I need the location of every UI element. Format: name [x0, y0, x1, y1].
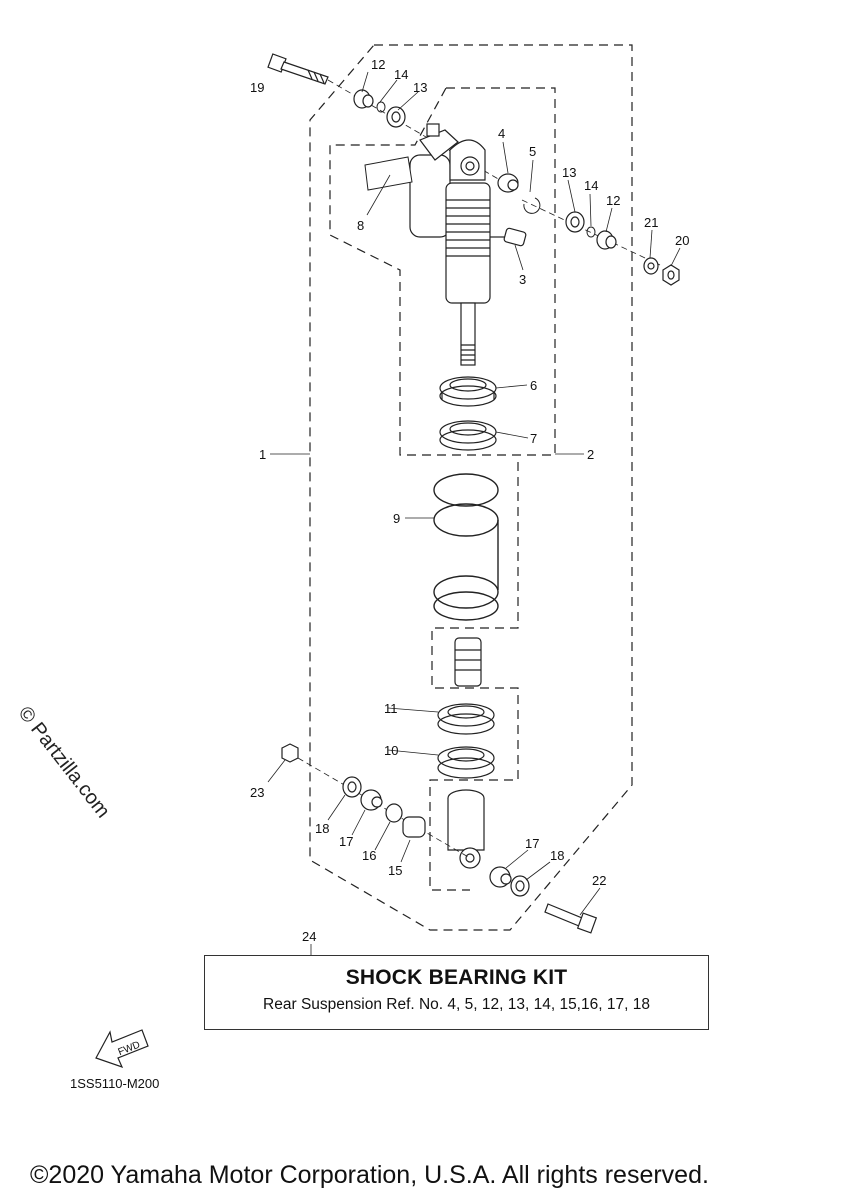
bushing-17-right — [489, 866, 512, 888]
collar-12-left — [353, 89, 374, 109]
bump-stop — [454, 637, 482, 687]
kit-description: Rear Suspension Ref. No. 4, 5, 12, 13, 1… — [263, 996, 650, 1013]
shock-body — [445, 139, 491, 366]
callout-6: 6 — [530, 378, 537, 393]
callout-20: 20 — [675, 233, 689, 248]
callout-18: 18 — [550, 848, 564, 863]
callout-7: 7 — [530, 431, 537, 446]
callout-11: 11 — [384, 701, 398, 716]
bearing-15 — [402, 816, 426, 838]
callout-19: 19 — [250, 80, 264, 95]
bushing-17-left — [360, 789, 383, 811]
lock-nut-7 — [439, 420, 497, 451]
callout-21: 21 — [644, 215, 658, 230]
bolt-22 — [544, 903, 598, 934]
shock-bearing-kit-box: SHOCK BEARING KIT Rear Suspension Ref. N… — [204, 955, 709, 1030]
bolt-19 — [267, 53, 329, 85]
bearing-13-left — [386, 106, 406, 128]
kit-title: SHOCK BEARING KIT — [345, 966, 568, 989]
callout-13: 13 — [413, 80, 427, 95]
lower-clevis — [447, 789, 485, 869]
spring-seat-11 — [437, 703, 495, 735]
callout-9: 9 — [393, 511, 400, 526]
callout-17: 17 — [339, 834, 353, 849]
callout-14: 14 — [394, 67, 408, 82]
spring-boundary — [429, 462, 519, 891]
circlip-5 — [523, 197, 541, 214]
callout-10: 10 — [384, 743, 398, 758]
nut-23 — [281, 743, 299, 763]
fwd-arrow — [95, 1029, 149, 1069]
callout-1: 1 — [259, 447, 266, 462]
bushing-16 — [385, 803, 403, 823]
bearing-13-right — [565, 211, 585, 233]
callout-12: 12 — [606, 193, 620, 208]
adjuster-3 — [490, 227, 527, 247]
assembly-boundary-2 — [329, 87, 556, 456]
label-plate-8 — [364, 156, 413, 191]
copyright-notice: ©2020 Yamaha Motor Corporation, U.S.A. A… — [30, 1161, 709, 1189]
callout-23: 23 — [250, 785, 264, 800]
reservoir — [409, 123, 459, 238]
o-ring-14-left — [376, 101, 386, 113]
figure-code: 1SS5110-M200 — [70, 1076, 160, 1091]
callout-8: 8 — [357, 218, 364, 233]
callout-13: 13 — [562, 165, 576, 180]
callout-22: 22 — [592, 873, 606, 888]
callout-14: 14 — [584, 178, 598, 193]
spring-9 — [433, 473, 499, 621]
adjusting-nut-6 — [439, 376, 497, 407]
o-ring-14-right — [586, 226, 596, 238]
callout-15: 15 — [388, 863, 402, 878]
callout-2: 2 — [587, 447, 594, 462]
assembly-boundary-1 — [309, 44, 633, 931]
callout-12: 12 — [371, 57, 385, 72]
leader-lines — [267, 71, 681, 955]
callout-16: 16 — [362, 848, 376, 863]
collar-12-right — [596, 230, 617, 250]
washer-21 — [643, 257, 659, 275]
spring-guide-10 — [437, 746, 495, 779]
collar-18-left — [342, 776, 362, 798]
bushing-4 — [497, 173, 519, 193]
callout-5: 5 — [529, 144, 536, 159]
callout-18: 18 — [315, 821, 329, 836]
callout-4: 4 — [498, 126, 505, 141]
callout-17: 17 — [525, 836, 539, 851]
callout-3: 3 — [519, 272, 526, 287]
collar-18-right — [510, 875, 530, 897]
callout-24: 24 — [302, 929, 316, 944]
nut-20 — [662, 264, 680, 286]
